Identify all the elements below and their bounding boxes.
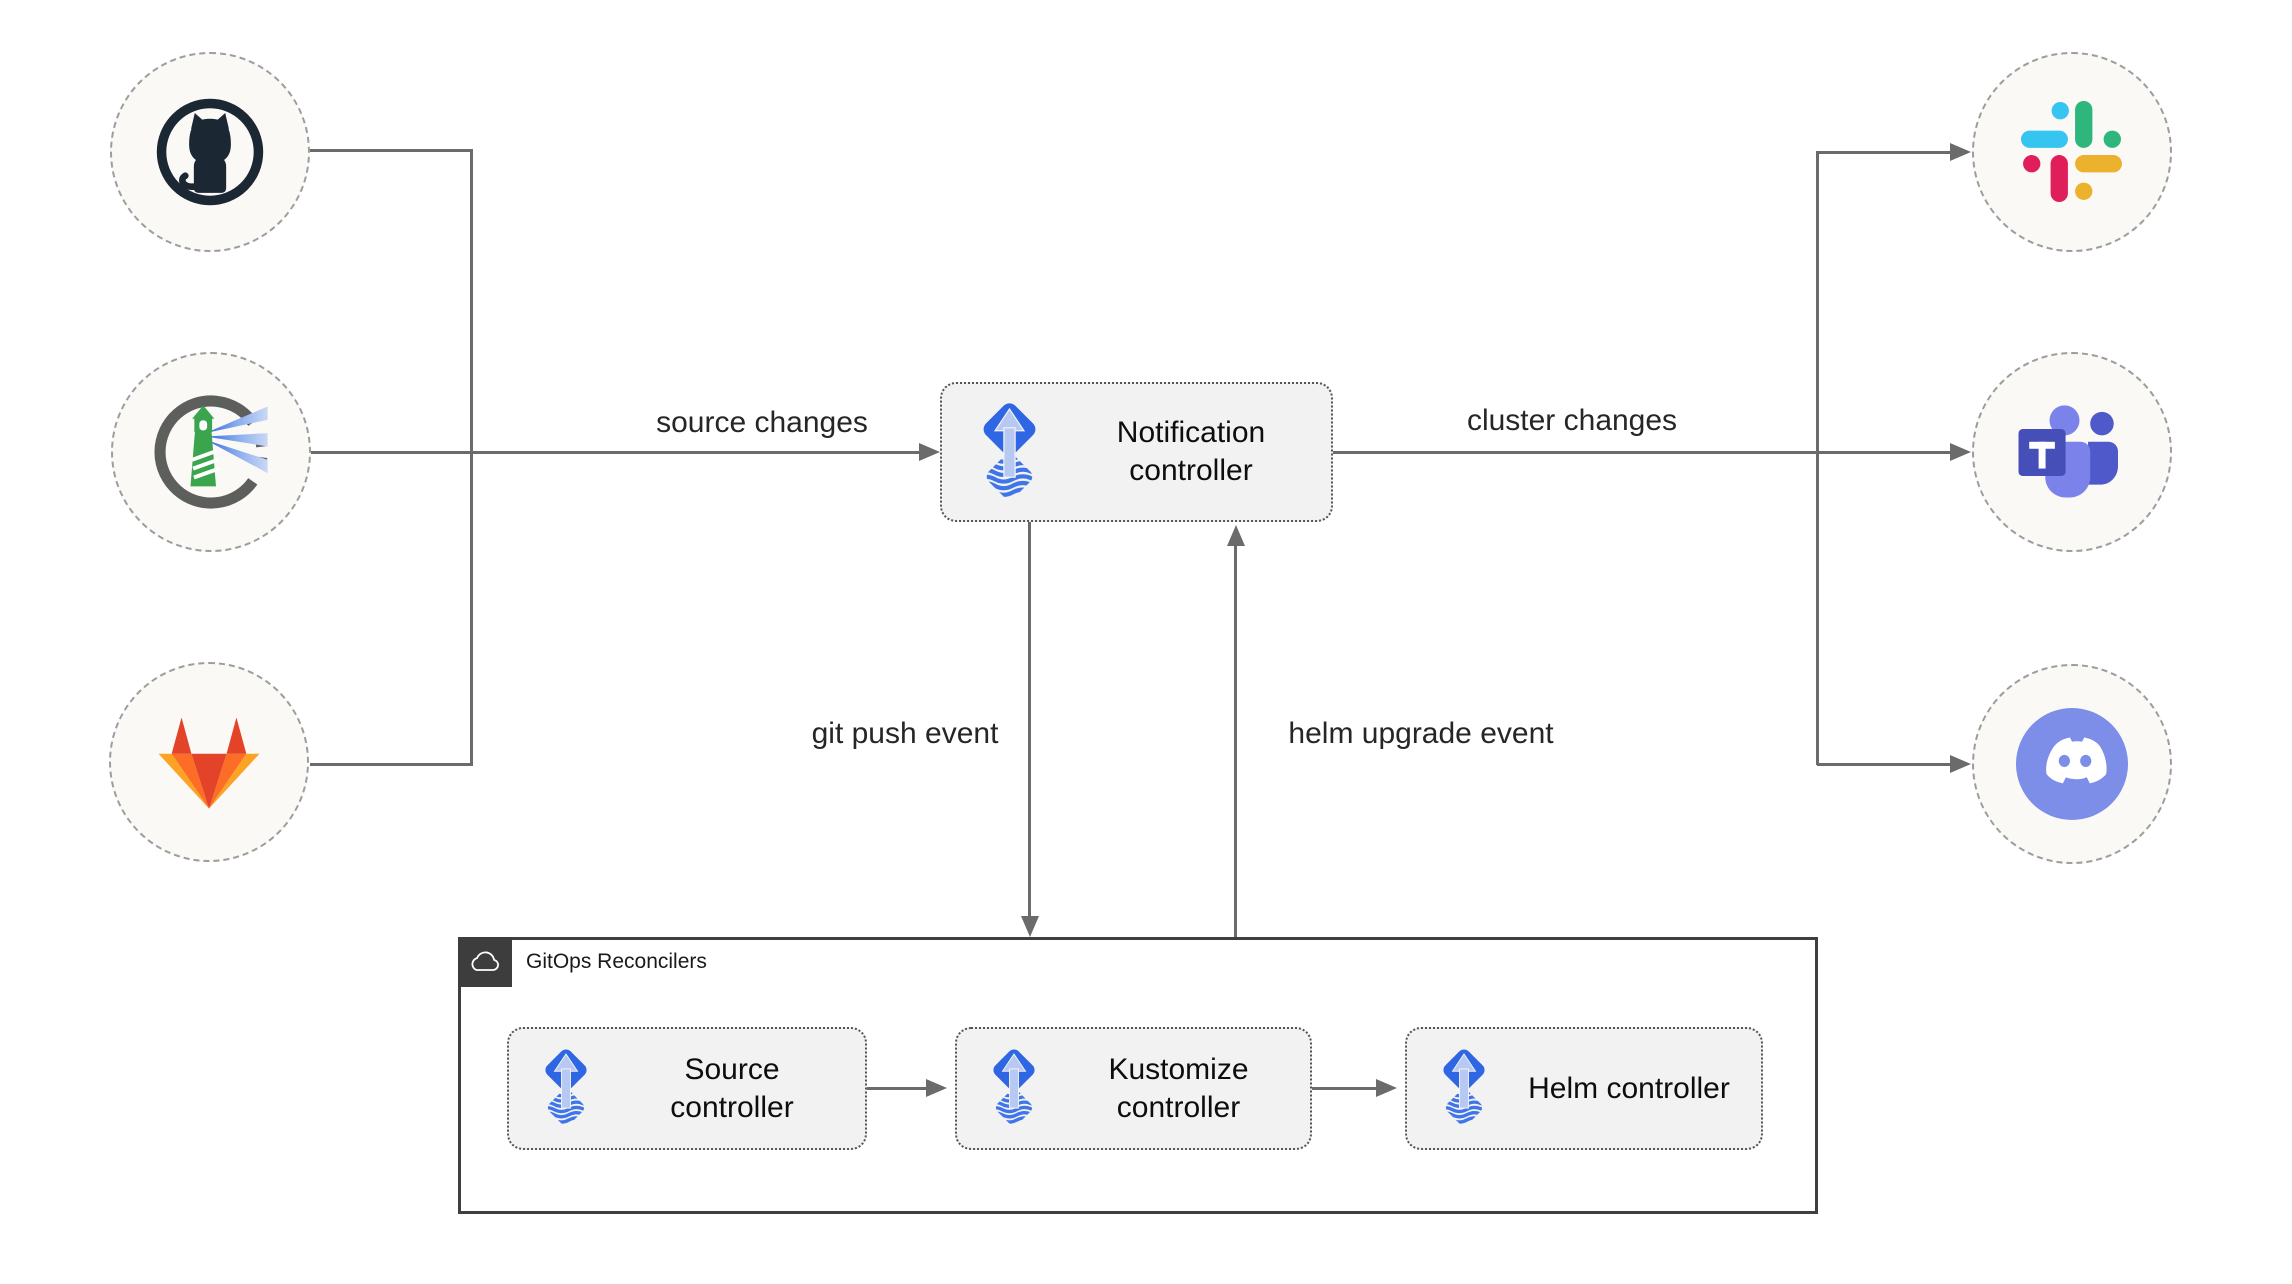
helm-controller-label: Helm controller — [1528, 1071, 1730, 1105]
helm-upgrade-event-arrowhead — [1226, 525, 1245, 546]
cluster-changes-line — [1333, 451, 1819, 454]
notification-controller-label: Notification controller — [1116, 416, 1266, 487]
github-connector-line — [310, 149, 472, 152]
github-node — [110, 52, 310, 252]
harbor-node — [111, 352, 311, 552]
helm-upgrade-event-line — [1234, 546, 1237, 937]
gitlab-node — [109, 662, 309, 862]
teams-connector-line — [1817, 451, 1950, 454]
gitops-reconcilers-title: GitOps Reconcilers — [526, 950, 707, 973]
sources-junction-line — [470, 149, 473, 766]
kustomize-controller-node: Kustomize controller — [955, 1027, 1312, 1150]
harbor-icon — [150, 391, 272, 513]
notification-controller-node: Notification controller — [940, 382, 1333, 522]
source-changes-label: source changes — [656, 406, 868, 439]
source-to-kustomize-arrowhead — [926, 1079, 947, 1097]
git-push-event-label: git push event — [811, 717, 999, 750]
slack-connector-line — [1817, 151, 1950, 154]
source-changes-line — [311, 451, 919, 454]
source-changes-arrowhead — [919, 443, 940, 461]
flux-icon — [1431, 1047, 1497, 1130]
flux-icon — [533, 1047, 599, 1130]
discord-arrowhead — [1950, 755, 1971, 773]
kustomize-to-helm-arrowhead — [1376, 1079, 1397, 1097]
source-controller-node: Source controller — [507, 1027, 867, 1150]
microsoft-teams-icon — [2013, 399, 2131, 506]
microsoft-teams-node — [1972, 352, 2172, 552]
slack-arrowhead — [1950, 143, 1971, 161]
discord-node — [1972, 664, 2172, 864]
slack-node — [1972, 52, 2172, 252]
gitlab-connector-line — [310, 763, 472, 766]
targets-junction-line — [1816, 151, 1819, 765]
git-push-event-line — [1028, 522, 1031, 918]
git-push-event-arrowhead — [1020, 916, 1039, 937]
flux-icon — [981, 1047, 1047, 1130]
flux-icon — [968, 400, 1051, 505]
discord-connector-line — [1817, 763, 1950, 766]
source-to-kustomize-line — [867, 1087, 927, 1090]
gitops-reconcilers-badge — [458, 937, 512, 987]
cloud-icon — [468, 949, 502, 975]
helm-upgrade-event-label: helm upgrade event — [1288, 717, 1554, 750]
cluster-changes-label: cluster changes — [1466, 404, 1678, 437]
helm-controller-node: Helm controller — [1405, 1027, 1763, 1150]
discord-icon — [2016, 708, 2128, 820]
kustomize-to-helm-line — [1312, 1087, 1377, 1090]
slack-icon — [2021, 101, 2123, 203]
teams-arrowhead — [1950, 443, 1971, 461]
source-controller-label: Source controller — [670, 1052, 794, 1124]
kustomize-controller-label: Kustomize controller — [1108, 1052, 1249, 1124]
gitlab-icon — [154, 712, 264, 813]
github-icon — [153, 95, 267, 209]
